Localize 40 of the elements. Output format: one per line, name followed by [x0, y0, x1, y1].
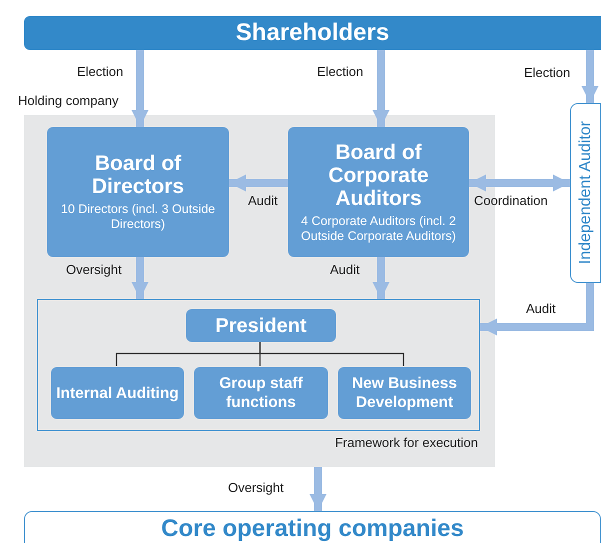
board-details: 10 Directors (incl. 3 Outside Directors)	[60, 202, 216, 232]
edge-label: Election	[524, 66, 570, 79]
board-box	[47, 127, 229, 257]
company-title: Core operating companies	[161, 517, 464, 543]
edge-label: Audit	[248, 194, 278, 207]
unit-box	[338, 367, 471, 419]
org-line	[259, 341, 404, 366]
unit-title: Internal Auditing	[56, 384, 179, 402]
arrow	[229, 174, 288, 192]
edge-label: Audit	[526, 302, 556, 315]
header-title: Shareholders	[236, 21, 390, 45]
arrow	[132, 50, 148, 127]
unit-title: Group staff functions	[218, 374, 304, 412]
edge-label: Oversight	[228, 481, 284, 494]
auditor-title: Independent Auditor	[576, 121, 594, 265]
edge-label: Election	[77, 65, 124, 78]
edge-label: Oversight	[66, 263, 122, 276]
unit-box	[194, 367, 328, 419]
board-title: Board of Corporate Auditors	[327, 140, 430, 210]
unit-box	[51, 367, 184, 419]
frame-heading: Framework for execution	[334, 434, 478, 452]
header-bar	[24, 16, 601, 50]
arrow	[132, 257, 148, 299]
board-details: 4 Corporate Auditors (incl. 2 Outside Corporate Auditors)	[300, 214, 457, 244]
arrow	[372, 257, 390, 299]
arrow	[582, 50, 598, 103]
edge-label: Coordination	[474, 194, 548, 207]
edge-label: Election	[317, 65, 364, 78]
auditor-box	[570, 103, 601, 283]
arrow	[310, 467, 326, 511]
edge-label: Audit	[330, 263, 360, 276]
unit-title: New Business Development	[350, 374, 458, 412]
president-title: President	[215, 316, 307, 336]
board-box	[288, 127, 469, 257]
arrow	[469, 174, 570, 192]
president-box	[186, 309, 336, 342]
arrow	[372, 50, 390, 127]
board-title: Board of Directors	[90, 152, 186, 198]
group-heading: Holding company	[18, 92, 118, 110]
arrow	[480, 283, 594, 336]
